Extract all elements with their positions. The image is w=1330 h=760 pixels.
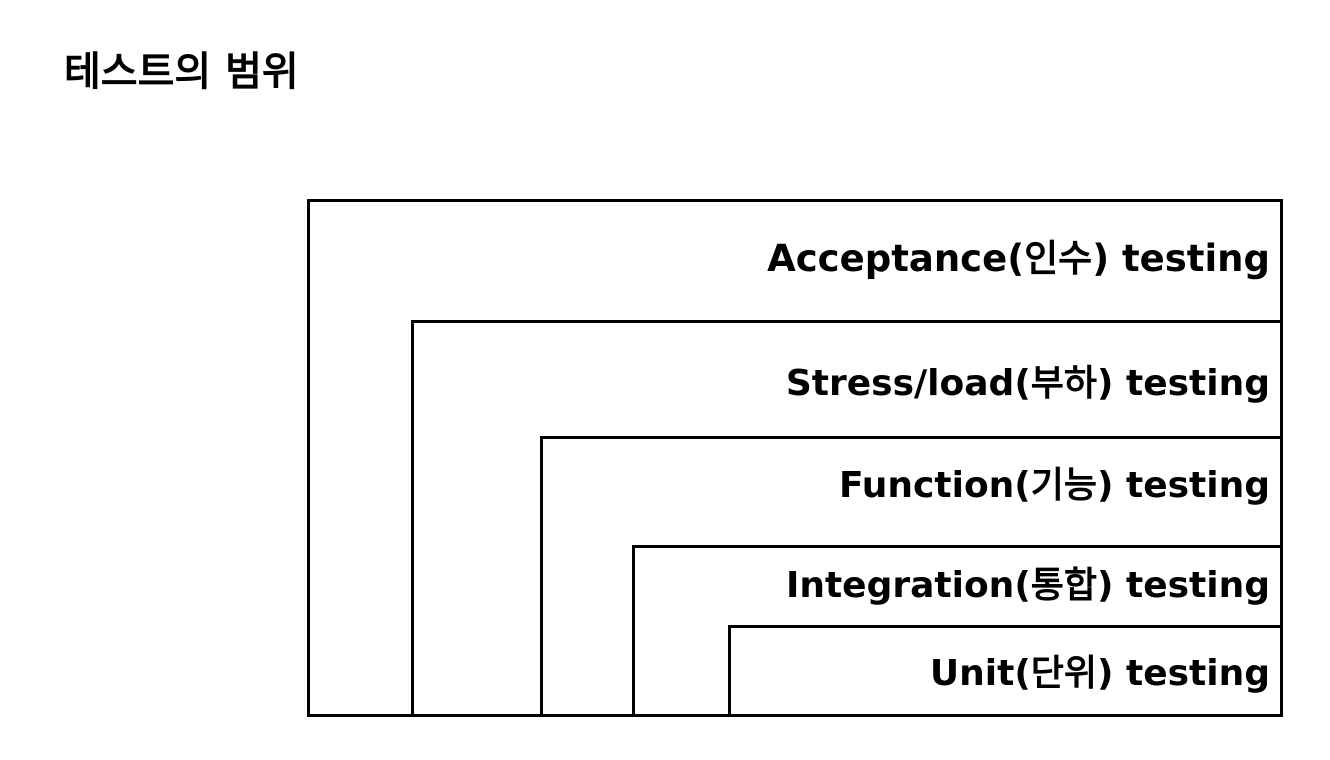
acceptance-testing-label: Acceptance(인수) testing xyxy=(767,237,1270,280)
stress-load-testing-label: Stress/load(부하) testing xyxy=(785,363,1270,404)
unit-testing-label: Unit(단위) testing xyxy=(929,653,1270,694)
diagram-base-line xyxy=(307,714,1283,717)
function-testing-label: Function(기능) testing xyxy=(839,465,1270,506)
integration-testing-label: Integration(통합) testing xyxy=(785,565,1270,606)
page-title: 테스트의 범위 xyxy=(64,49,299,95)
unit-testing-box: Unit(단위) testing xyxy=(728,625,1283,717)
